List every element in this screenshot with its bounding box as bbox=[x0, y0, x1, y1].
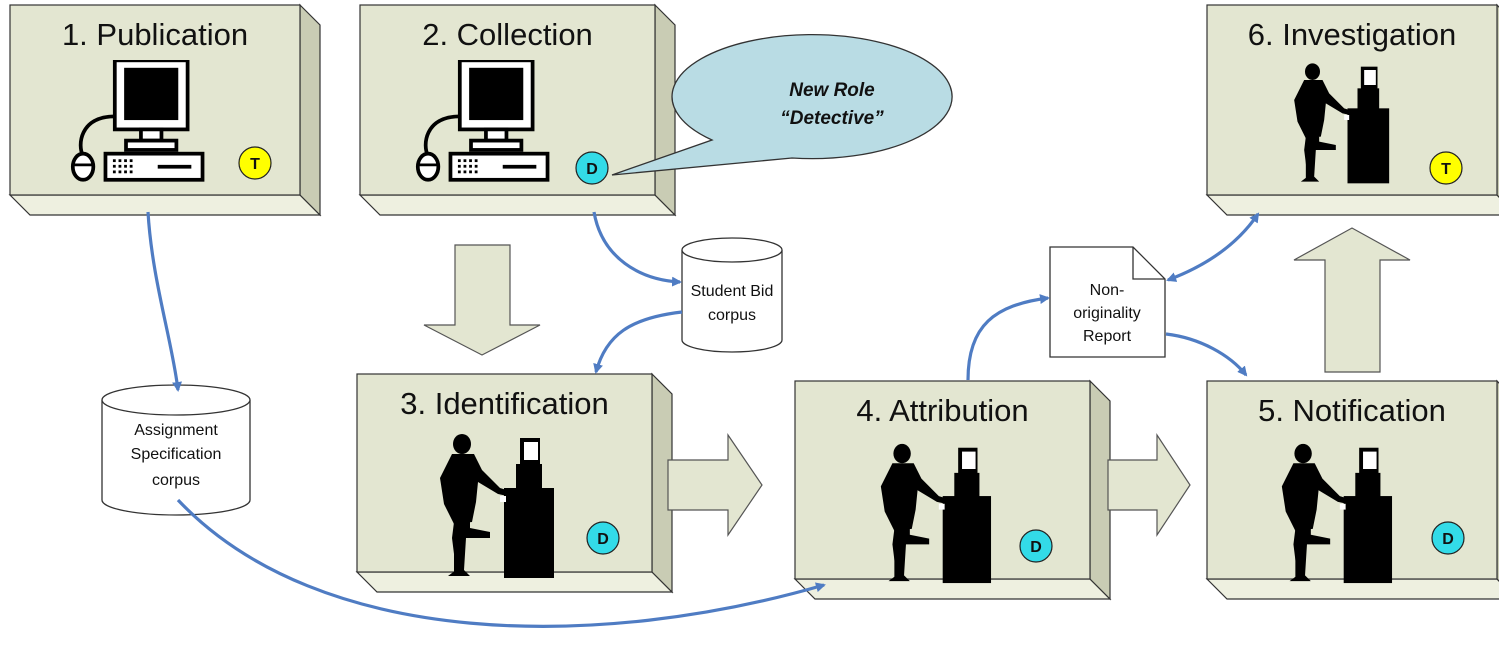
stage-title: 5. Notification bbox=[1258, 393, 1446, 428]
connector-collection-to-student-corpus bbox=[592, 211, 682, 287]
corpus-label-line: corpus bbox=[708, 307, 756, 324]
flow-arrow-attribution-to-notification bbox=[1107, 433, 1191, 537]
stage-title: 3. Identification bbox=[400, 386, 609, 421]
role-badge-label: T bbox=[250, 156, 260, 173]
stage-title: 4. Attribution bbox=[856, 393, 1028, 428]
flow-arrow-identification-to-attribution bbox=[667, 433, 763, 537]
connector-publication-to-assignment-corpus bbox=[146, 211, 183, 392]
connector-assignment-corpus-to-attribution bbox=[176, 498, 826, 628]
cylinder-top bbox=[101, 384, 251, 416]
report-page bbox=[1049, 246, 1166, 358]
box-side-face bbox=[299, 3, 321, 217]
role-badge: T bbox=[1429, 151, 1463, 185]
role-badge: D bbox=[575, 151, 609, 185]
box-bottom-face bbox=[1205, 194, 1499, 216]
corpus-label-line: corpus bbox=[152, 472, 200, 489]
callout-text-line: “Detective” bbox=[780, 108, 884, 129]
box-side-face bbox=[654, 3, 676, 217]
box-bottom-face bbox=[8, 194, 322, 216]
connector-report-investigation bbox=[1166, 212, 1260, 282]
role-badge-circle bbox=[1429, 151, 1463, 185]
cylinder-body bbox=[101, 400, 251, 516]
role-badge-label: T bbox=[1441, 161, 1451, 178]
role-badge-label: D bbox=[586, 161, 598, 178]
box-bottom-face bbox=[358, 194, 677, 216]
report-folded-corner bbox=[1132, 247, 1165, 280]
role-badge: T bbox=[238, 146, 272, 180]
stage-title: 1. Publication bbox=[62, 17, 248, 52]
role-badge-label: D bbox=[1030, 539, 1042, 556]
report-label-line: Report bbox=[1083, 328, 1132, 345]
corpus-label-line: Student Bid bbox=[691, 283, 774, 300]
role-badge-label: D bbox=[597, 531, 609, 548]
role-badge: D bbox=[1019, 529, 1053, 563]
flow-arrow-notification-to-investigation bbox=[1293, 227, 1411, 373]
connector-report-to-notification bbox=[1165, 332, 1248, 377]
connector-attribution-to-report bbox=[966, 294, 1050, 381]
role-badge: D bbox=[586, 521, 620, 555]
cylinder-body bbox=[681, 250, 783, 353]
corpus-label-line: Specification bbox=[131, 446, 222, 463]
callout-new-role: New Role “Detective” bbox=[611, 34, 953, 176]
box-side-face bbox=[1089, 379, 1111, 601]
connector-student-corpus-to-identification bbox=[593, 310, 683, 374]
role-badge-circle bbox=[586, 521, 620, 555]
report-label-line: originality bbox=[1073, 305, 1141, 322]
cylinder-top bbox=[681, 237, 783, 263]
flow-arrow-collection-to-identification bbox=[423, 244, 541, 356]
role-badge-circle bbox=[238, 146, 272, 180]
report-label-line: Non- bbox=[1090, 282, 1125, 299]
role-badge-circle bbox=[1431, 521, 1465, 555]
corpus-student-bid: Student Bid corpus bbox=[681, 237, 783, 353]
role-badge: D bbox=[1431, 521, 1465, 555]
callout-bubble bbox=[611, 34, 953, 176]
role-badge-circle bbox=[575, 151, 609, 185]
role-badge-circle bbox=[1019, 529, 1053, 563]
stage-title: 2. Collection bbox=[422, 17, 593, 52]
callout-text-line: New Role bbox=[789, 80, 875, 101]
role-badge-label: D bbox=[1442, 531, 1454, 548]
stage-title: 6. Investigation bbox=[1248, 17, 1457, 52]
corpus-label-line: Assignment bbox=[134, 422, 218, 439]
